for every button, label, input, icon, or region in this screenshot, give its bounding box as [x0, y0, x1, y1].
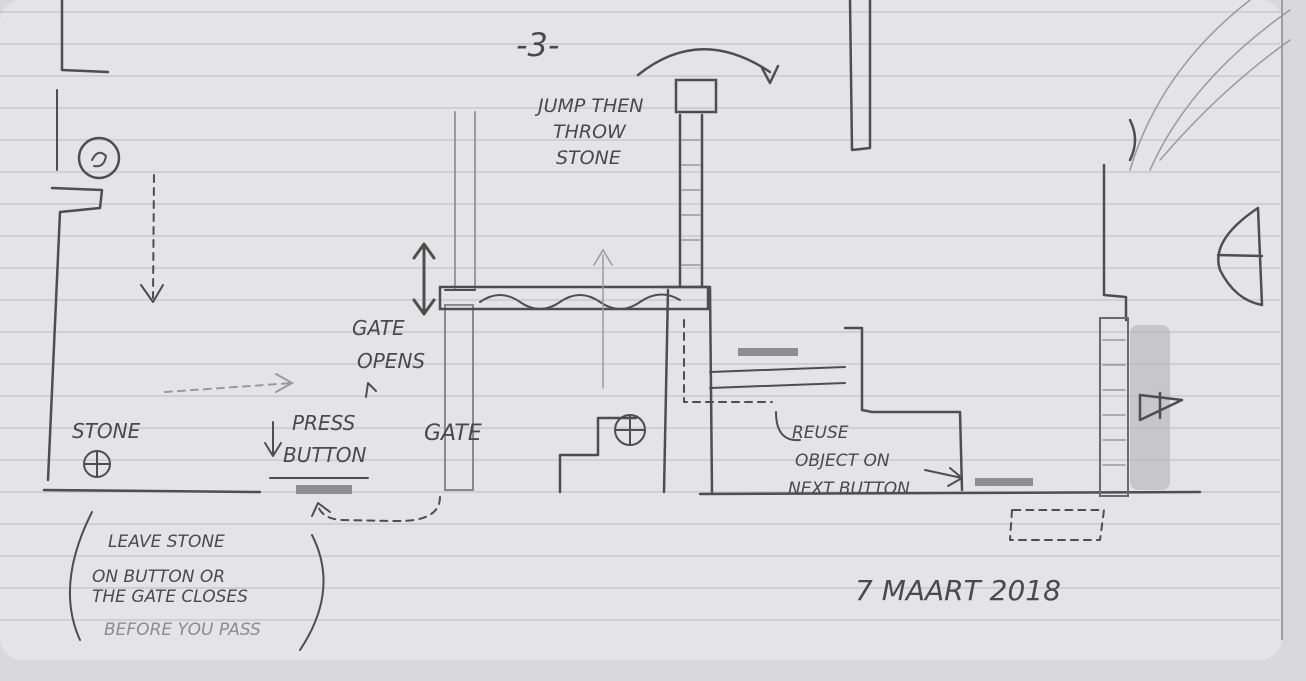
date-label: 7 MAART 2018	[855, 574, 1061, 607]
button-3	[975, 478, 1033, 486]
page-number: -3-	[516, 26, 559, 64]
stone-icon	[84, 451, 110, 477]
stone-label: STONE	[72, 419, 141, 443]
target-icon	[615, 415, 645, 445]
button-1	[296, 485, 352, 494]
gate-label: GATE	[424, 421, 482, 446]
